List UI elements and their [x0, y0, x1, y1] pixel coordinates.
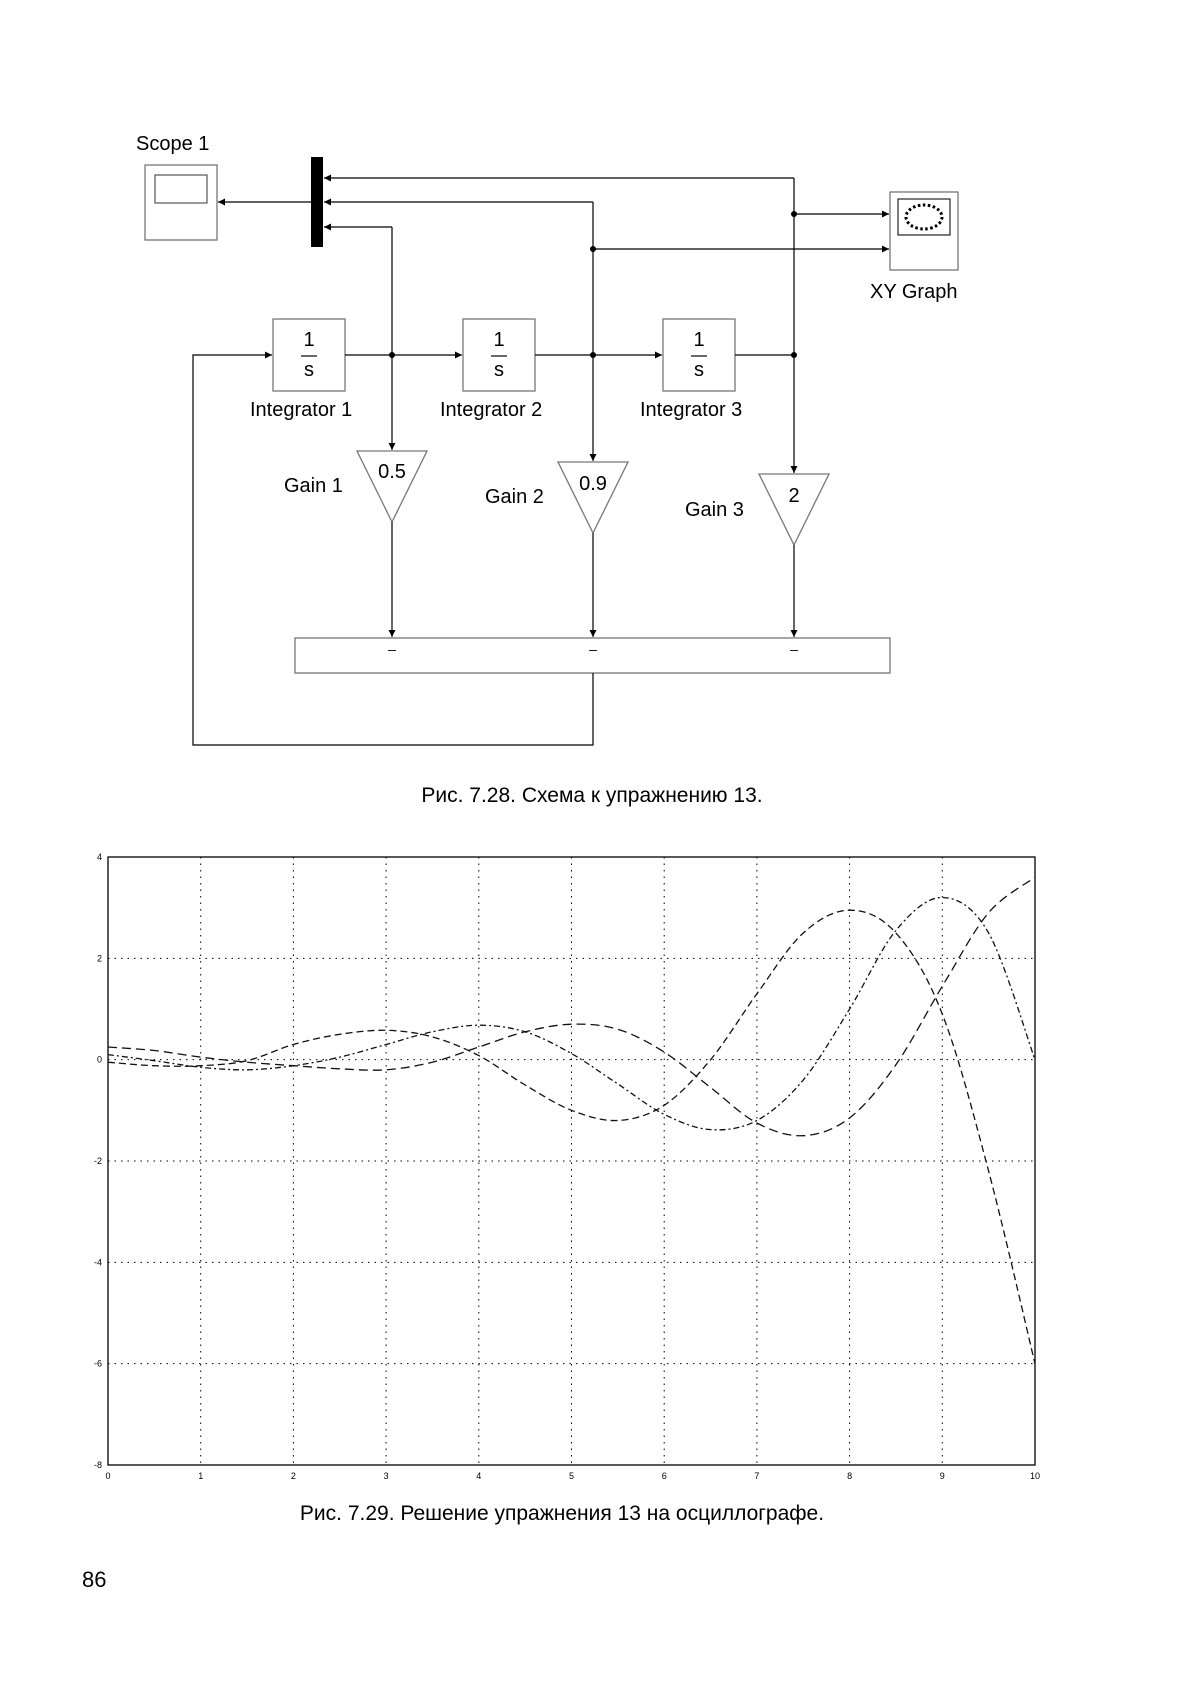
- integrator-1[interactable]: 1 s: [272, 318, 346, 392]
- scope-block[interactable]: [144, 164, 218, 241]
- xy-graph-icon: [897, 198, 951, 236]
- mux-block[interactable]: [311, 157, 323, 247]
- integrator-3-label: Integrator 3: [640, 399, 742, 421]
- integrator-1-denominator: s: [304, 359, 314, 381]
- x-tick-label: 1: [198, 1471, 203, 1481]
- gain-3[interactable]: 2: [757, 473, 831, 547]
- y-tick-label: -2: [94, 1156, 102, 1166]
- signal-lines: [192, 174, 889, 746]
- integrator-1-label: Integrator 1: [250, 399, 352, 421]
- figure-caption-2: Рис. 7.29. Решение упражнения 13 на осци…: [299, 1502, 825, 1525]
- integrator-2[interactable]: 1 s: [462, 318, 536, 392]
- sum-sign-2: –: [589, 641, 597, 657]
- xy-graph-block[interactable]: [889, 191, 959, 271]
- x-tick-label: 0: [105, 1471, 110, 1481]
- x-tick-label: 4: [476, 1471, 481, 1481]
- chart-x-ticks: 0 1 2 3 4 5 6 7 8 9 10: [105, 1471, 1040, 1481]
- y-tick-label: 0: [97, 1055, 102, 1065]
- gain-1-label: Gain 1: [284, 475, 343, 497]
- sum-sign-3: –: [790, 641, 798, 657]
- gain-2-label: Gain 2: [485, 486, 544, 508]
- series-line-3: [107, 876, 1036, 1137]
- series-line-1: [107, 909, 1036, 1364]
- sum-block[interactable]: – – –: [294, 637, 891, 674]
- sum-sign-1: –: [388, 641, 396, 657]
- y-tick-label: -6: [94, 1359, 102, 1369]
- integrator-3-denominator: s: [694, 359, 704, 381]
- scope-icon: [154, 174, 208, 204]
- x-tick-label: 9: [940, 1471, 945, 1481]
- y-tick-label: 4: [97, 852, 102, 862]
- x-tick-label: 2: [291, 1471, 296, 1481]
- gain-3-value: 2: [788, 485, 799, 507]
- integrator-1-numerator: 1: [303, 329, 314, 351]
- series-line-2: [107, 896, 1036, 1131]
- x-tick-label: 3: [384, 1471, 389, 1481]
- integrator-3[interactable]: 1 s: [662, 318, 736, 392]
- y-tick-label: 2: [97, 953, 102, 963]
- scope-label: Scope 1: [136, 133, 209, 155]
- x-tick-label: 8: [847, 1471, 852, 1481]
- gain-2[interactable]: 0.9: [556, 461, 630, 535]
- x-tick-label: 7: [754, 1471, 759, 1481]
- page-number: 86: [82, 1567, 107, 1592]
- figure-caption-1: Рис. 7.28. Схема к упражнению 13.: [421, 784, 763, 807]
- x-tick-label: 5: [569, 1471, 574, 1481]
- integrator-2-denominator: s: [494, 359, 504, 381]
- y-tick-label: -4: [94, 1257, 102, 1267]
- chart-y-ticks: 4 2 0 -2 -4 -6 -8: [94, 852, 102, 1470]
- x-tick-label: 6: [662, 1471, 667, 1481]
- integrator-2-numerator: 1: [493, 329, 504, 351]
- y-tick-label: -8: [94, 1460, 102, 1470]
- chart-grid: [108, 857, 1035, 1465]
- chart-series: [107, 876, 1036, 1364]
- integrator-2-label: Integrator 2: [440, 399, 542, 421]
- integrator-3-numerator: 1: [693, 329, 704, 351]
- x-tick-label: 10: [1030, 1471, 1040, 1481]
- chart-plot-area: [107, 856, 1036, 1466]
- gain-1-value: 0.5: [378, 461, 406, 483]
- xy-graph-label: XY Graph: [870, 281, 957, 303]
- gain-2-value: 0.9: [579, 473, 607, 495]
- gain-3-label: Gain 3: [685, 499, 744, 521]
- block-diagram: Scope 1 XY Graph 1 s 1 s 1 s Integrator …: [136, 133, 959, 746]
- gain-1[interactable]: 0.5: [355, 450, 429, 524]
